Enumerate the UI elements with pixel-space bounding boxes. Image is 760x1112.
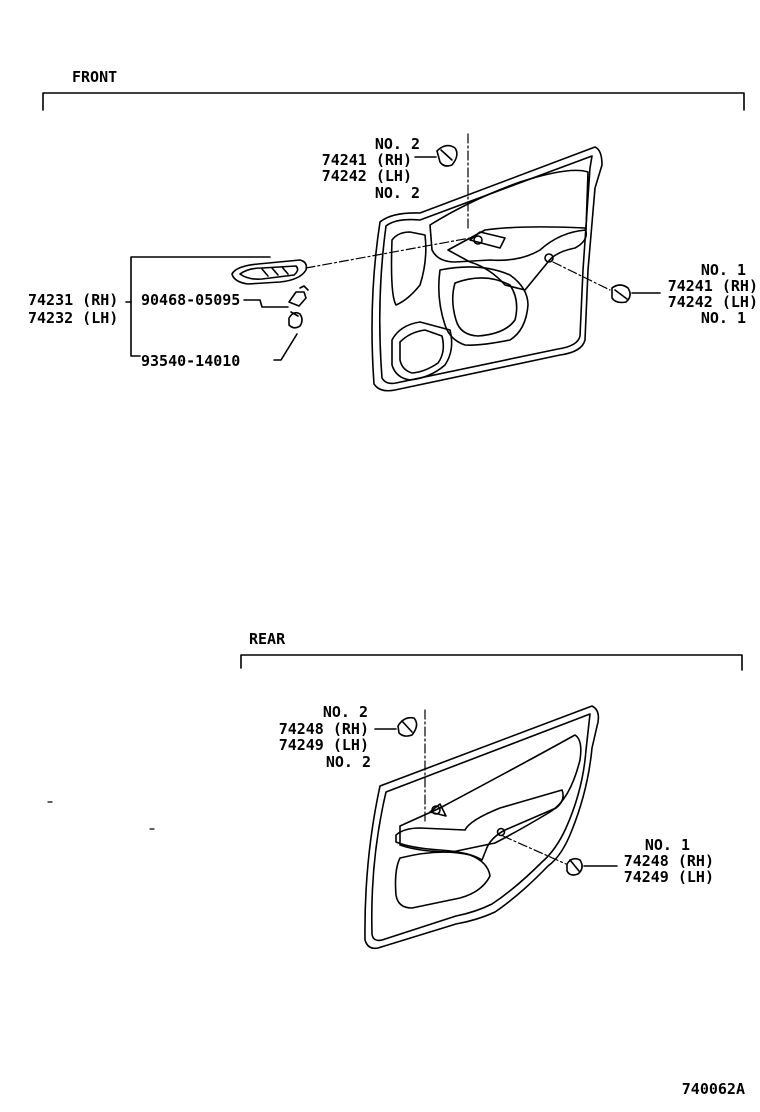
rear-lower-clip-lh: 74249 (LH) <box>623 868 714 886</box>
front-lower-clip-rh: 74241 (RH) <box>667 277 758 295</box>
armrest-projection <box>305 237 471 269</box>
rear-upper-clip <box>397 716 418 737</box>
front-lower-clip <box>611 284 631 304</box>
rear-upper-clip-qualifier-bottom: NO. 2 <box>325 753 371 771</box>
front-upper-clip-rh: 74241 (RH) <box>321 151 412 169</box>
front-upper-clip-lh: 74242 (LH) <box>321 167 412 185</box>
front-upper-clip-qualifier-bottom: NO. 2 <box>374 184 420 202</box>
rear-upper-clip-rh: 74248 (RH) <box>278 720 369 738</box>
rear-section-title: REAR <box>249 630 286 648</box>
armrest-rh-part: 74231 (RH) <box>28 291 119 309</box>
front-screw <box>288 285 309 307</box>
rear-section-bracket <box>240 654 743 671</box>
front-upper-clip-qualifier: NO. 2 <box>374 135 420 153</box>
front-lower-clip-projection <box>552 261 611 291</box>
armrest-lh-part: 74232 (LH) <box>28 309 119 327</box>
bolt-part: 93540-14010 <box>141 352 241 370</box>
rear-lower-clip-rh: 74248 (RH) <box>623 852 714 870</box>
front-bolt <box>288 311 303 329</box>
front-upper-clip <box>436 144 458 167</box>
front-door-panel <box>371 146 603 392</box>
screw-leader <box>243 299 289 308</box>
rear-upper-clip-qualifier: NO. 2 <box>322 703 368 721</box>
rear-lower-clip <box>566 857 583 876</box>
screw-part: 90468-05095 <box>141 291 241 309</box>
front-armrest-base <box>231 259 308 285</box>
rear-lower-clip-projection <box>502 835 567 865</box>
rear-upper-clip-lh: 74249 (LH) <box>278 736 369 754</box>
rear-door-panel <box>364 705 600 950</box>
front-section-title: FRONT <box>72 68 118 86</box>
front-lower-clip-lh: 74242 (LH) <box>667 293 758 311</box>
front-section-bracket <box>42 92 745 111</box>
front-lower-clip-qualifier: NO. 1 <box>700 261 746 279</box>
rear-lower-clip-qualifier: NO. 1 <box>644 836 690 854</box>
bolt-leader <box>273 333 298 361</box>
front-lower-clip-qualifier-bottom: NO. 1 <box>700 309 746 327</box>
armrest-group-bracket <box>130 256 271 357</box>
figure-code: 740062A <box>681 1080 745 1098</box>
